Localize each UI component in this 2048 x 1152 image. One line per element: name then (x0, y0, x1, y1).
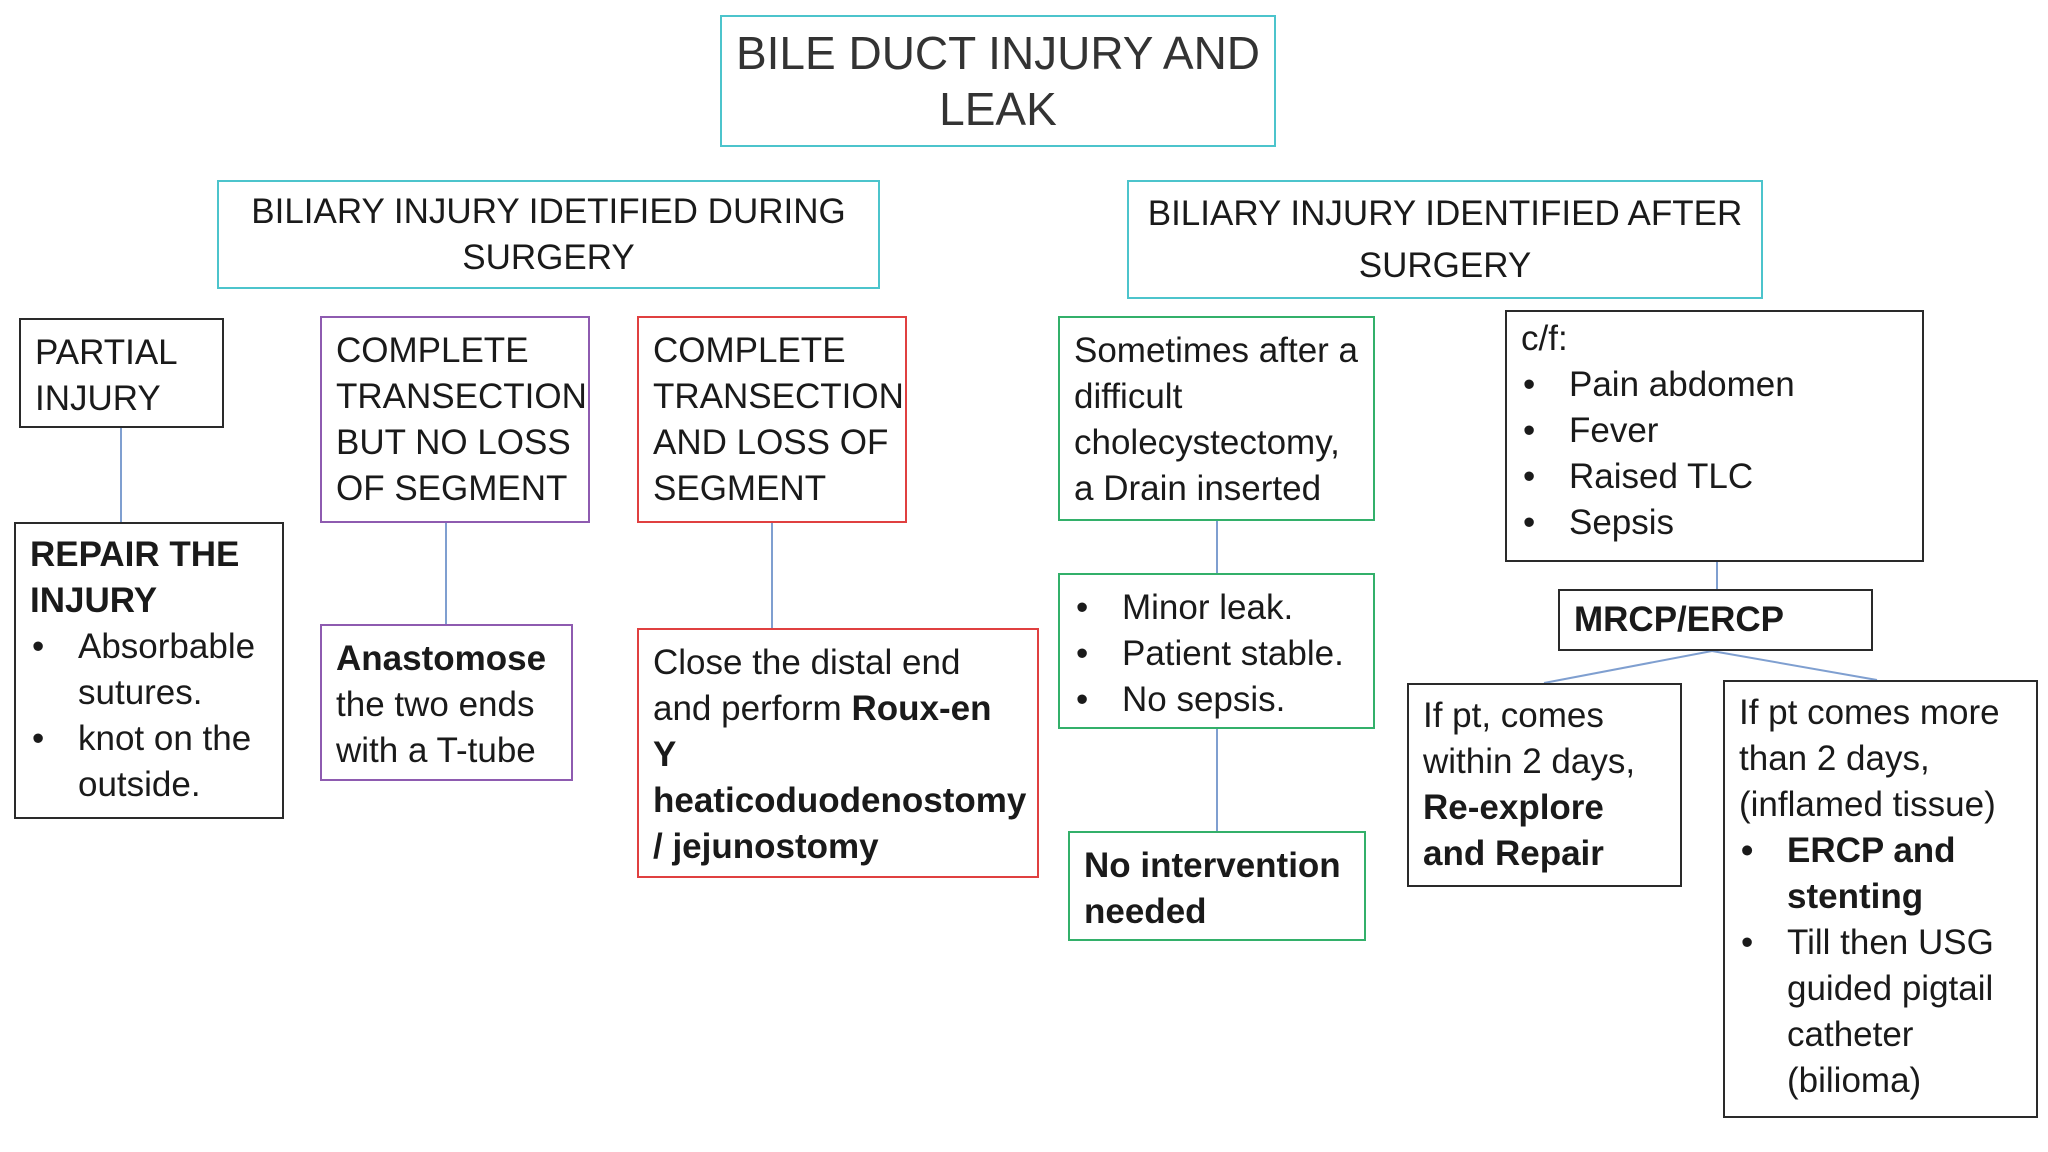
repair-bullet: knot on the outside. (30, 716, 268, 808)
complete-loss-line: COMPLETE (653, 331, 846, 370)
box-repair-injury: REPAIR THE INJURY Absorbable sutures. kn… (14, 522, 284, 819)
box-within-2-days: If pt, comes within 2 days, Re-explore a… (1407, 683, 1682, 887)
heading-after-line-1: BILIARY INJURY IDENTIFIED AFTER (1147, 193, 1743, 233)
title-line-2: LEAK (939, 83, 1057, 135)
complete-loss-line: TRANSECTION (653, 377, 904, 416)
box-anastomose: Anastomose the two ends with a T-tube (320, 624, 573, 781)
box-drain-inserted: Sometimes after a difficult cholecystect… (1058, 316, 1375, 521)
minor-leak-bullet: Patient stable. (1074, 631, 1359, 677)
connector-mrcp-to-more2 (1711, 650, 1878, 681)
within2-text: If pt, comes within 2 days, (1423, 696, 1636, 781)
minor-leak-bullet: No sepsis. (1074, 677, 1359, 723)
minor-leak-list: Minor leak. Patient stable. No sepsis. (1074, 585, 1359, 723)
diagram-title: BILE DUCT INJURY AND LEAK (720, 15, 1276, 147)
box-clinical-features: c/f: Pain abdomen Fever Raised TLC Sepsi… (1505, 310, 1924, 562)
box-mrcp-ercp: MRCP/ERCP (1558, 589, 1873, 651)
cf-list: Pain abdomen Fever Raised TLC Sepsis (1521, 362, 1908, 546)
box-complete-loss: COMPLETE TRANSECTION AND LOSS OF SEGMENT (637, 316, 907, 523)
heading-during-surgery: BILIARY INJURY IDETIFIED DURING SURGERY (217, 180, 880, 289)
heading-during-line-1: BILIARY INJURY IDETIFIED DURING (251, 191, 846, 231)
repair-heading-line-1: REPAIR THE (30, 535, 240, 574)
box-partial-injury: PARTIAL INJURY (19, 318, 224, 428)
minor-leak-bullet: Minor leak. (1074, 585, 1359, 631)
mrcp-ercp-text: MRCP/ERCP (1574, 600, 1785, 639)
connector-mrcp-to-within2 (1543, 650, 1713, 684)
within2-bold: Re-explore and Repair (1423, 788, 1604, 873)
drain-text: Sometimes after a difficult cholecystect… (1074, 331, 1358, 508)
complete-no-loss-line: OF SEGMENT (336, 469, 568, 508)
partial-line-1: PARTIAL (35, 333, 178, 372)
complete-no-loss-line: BUT NO LOSS (336, 423, 571, 462)
more2-bullet: Till then USG guided pigtail catheter (b… (1739, 920, 2022, 1104)
close-distal-text: Close the distal end and perform (653, 643, 961, 728)
cf-bullet: Sepsis (1521, 500, 1908, 546)
close-distal-bold: Roux-en Y heaticoduodenostomy / jejunost… (653, 689, 1027, 866)
box-no-intervention: No intervention needed (1068, 831, 1366, 941)
heading-after-surgery: BILIARY INJURY IDENTIFIED AFTER SURGERY (1127, 180, 1763, 299)
box-close-distal: Close the distal end and perform Roux-en… (637, 628, 1039, 878)
no-intervention-text: No intervention needed (1084, 846, 1341, 931)
more2-bullet: ERCP and stenting (1739, 828, 2022, 920)
complete-loss-line: SEGMENT (653, 469, 827, 508)
box-complete-no-loss: COMPLETE TRANSECTION BUT NO LOSS OF SEGM… (320, 316, 590, 523)
title-line-1: BILE DUCT INJURY AND (735, 27, 1261, 79)
complete-no-loss-line: TRANSECTION (336, 377, 587, 416)
repair-bullet: Absorbable sutures. (30, 624, 268, 716)
cf-label: c/f: (1521, 319, 1568, 358)
complete-loss-line: AND LOSS OF (653, 423, 889, 462)
heading-after-line-2: SURGERY (1358, 245, 1532, 285)
partial-line-2: INJURY (35, 379, 161, 418)
box-minor-leak: Minor leak. Patient stable. No sepsis. (1058, 573, 1375, 729)
cf-bullet: Pain abdomen (1521, 362, 1908, 408)
box-more-than-2-days: If pt comes more than 2 days, (inflamed … (1723, 680, 2038, 1118)
complete-no-loss-line: COMPLETE (336, 331, 529, 370)
heading-during-line-2: SURGERY (462, 237, 635, 277)
anastomose-bold: Anastomose (336, 639, 547, 678)
more2-text: If pt comes more than 2 days, (inflamed … (1739, 693, 2000, 824)
more2-list: ERCP and stenting Till then USG guided p… (1739, 828, 2022, 1104)
cf-bullet: Fever (1521, 408, 1908, 454)
repair-heading-line-2: INJURY (30, 581, 158, 620)
repair-bullet-list: Absorbable sutures. knot on the outside. (30, 624, 268, 808)
cf-bullet: Raised TLC (1521, 454, 1908, 500)
anastomose-text: the two ends with a T-tube (336, 685, 536, 770)
